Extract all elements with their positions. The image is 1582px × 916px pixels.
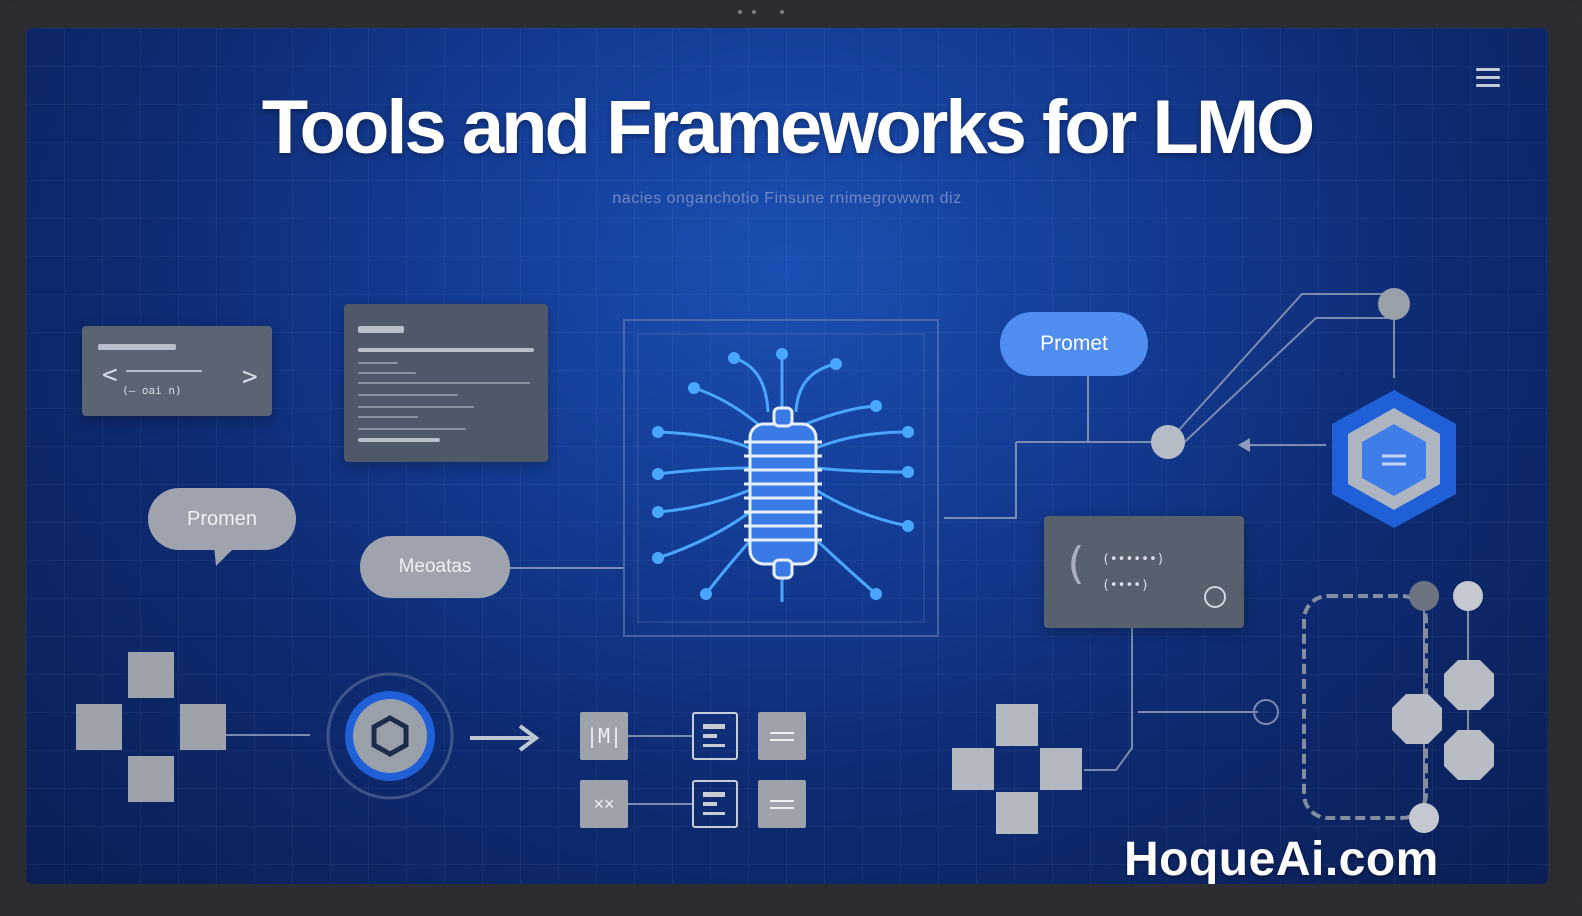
camera-dot — [780, 10, 784, 14]
code-line-2: (••••) — [1102, 578, 1149, 593]
watermark: HoqueAi.com — [1124, 833, 1439, 884]
document-panel — [344, 304, 548, 462]
puzzle-icon — [76, 652, 226, 802]
node-m[interactable]: |M| — [580, 712, 628, 760]
doc-line — [358, 438, 440, 442]
doc-line — [358, 406, 474, 408]
puzzle-icon — [952, 704, 1082, 834]
node-document-icon[interactable] — [692, 780, 738, 828]
connector-line — [1173, 317, 1394, 453]
camera-dot — [738, 10, 742, 14]
code-bracket-left: < — [102, 360, 118, 390]
code-bracket-left: ( — [1062, 538, 1089, 589]
code-line-1: (••••••) — [1102, 552, 1165, 567]
connector-node — [1409, 803, 1439, 833]
node-document-icon[interactable] — [692, 712, 738, 760]
hexagon-icon — [1332, 390, 1456, 528]
code-snippet: (— oai n) — [122, 384, 182, 397]
code-panel-right: ( (••••••) (••••) — [1044, 516, 1244, 628]
node-list-icon[interactable] — [758, 712, 806, 760]
camera-dot — [752, 10, 756, 14]
speech-bubble-promen[interactable]: Promen — [148, 488, 296, 550]
code-card: < > (— oai n) — [82, 326, 272, 416]
code-bracket-right: > — [242, 362, 258, 392]
doc-line — [358, 372, 416, 374]
page-title: Tools and Frameworks for LMO — [261, 85, 1316, 170]
gear-icon — [326, 672, 454, 800]
code-line — [98, 344, 176, 350]
doc-heading-bar — [358, 326, 404, 333]
page-subtitle: nacies onganchotio Finsune rnimegrowwm d… — [612, 190, 962, 207]
hook-circle — [1253, 699, 1279, 725]
menu-icon[interactable] — [1476, 68, 1500, 88]
doc-line — [358, 348, 534, 352]
connector-line — [1084, 628, 1133, 771]
connector-node — [1453, 581, 1483, 611]
node-x[interactable]: ×× — [580, 780, 628, 828]
status-ring-icon — [1204, 586, 1226, 608]
speech-bubble-tail — [214, 546, 236, 566]
doc-line — [358, 394, 458, 396]
slide-canvas: Tools and Frameworks for LMO nacies onga… — [26, 28, 1548, 884]
connector-line — [944, 442, 1017, 519]
node-list-icon[interactable] — [758, 780, 806, 828]
arrow-head — [1238, 438, 1250, 452]
doc-line — [358, 382, 530, 384]
code-line — [126, 370, 202, 372]
doc-line — [358, 416, 418, 418]
octagon-cluster — [1392, 660, 1494, 780]
pill-promet[interactable]: Promet — [1000, 312, 1148, 376]
doc-line — [358, 428, 466, 430]
connector-node — [1151, 425, 1185, 459]
connector-node — [1378, 288, 1410, 320]
connector-line — [1167, 293, 1394, 443]
pill-meoatas[interactable]: Meoatas — [360, 536, 510, 598]
doc-line — [358, 362, 398, 364]
connector-node — [1409, 581, 1439, 611]
chip-icon — [623, 319, 939, 637]
connector-lines — [76, 288, 1494, 834]
arrow-right-icon — [470, 724, 540, 752]
